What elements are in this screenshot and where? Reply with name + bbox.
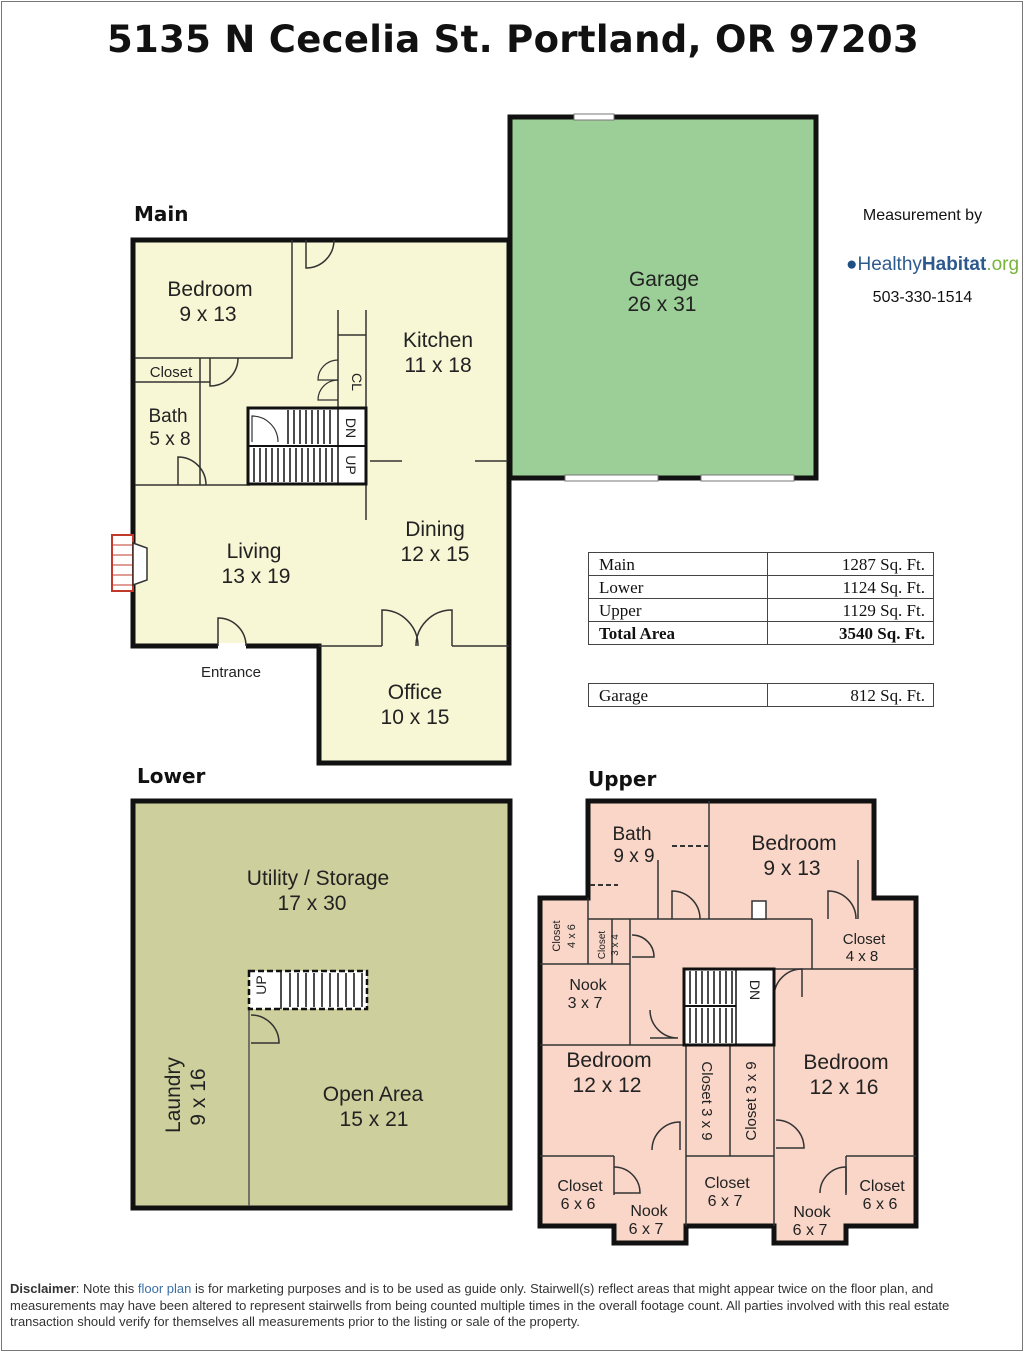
room-size-nook-3x7: 3 x 7 [568,995,603,1012]
room-size-dining: 12 x 15 [401,543,470,566]
page-title: 5135 N Cecelia St. Portland, OR 97203 [106,18,919,61]
room-name-closet-4x8: Closet [843,931,886,948]
disclaimer-text: is for marketing purposes and is to be u… [10,1281,950,1329]
disclaimer: Disclaimer: Note this floor plan is for … [10,1281,1010,1331]
room-closet-3x9-a: Closet 3 x 9 [698,1061,715,1140]
phone-number: 503-330-1514 [872,289,973,306]
room-name-upper-bedroom-1: Bedroom [751,832,836,855]
room-size-closet-6x6-b: 6 x 6 [863,1196,898,1213]
label-main-up: UP [343,455,359,474]
room-name-nook-6x7-a: Nook [630,1203,668,1220]
room-name-main-closet: Closet [150,364,193,381]
label-entrance: Entrance [201,664,261,681]
room-size-closet-6x6-a: 6 x 6 [561,1196,596,1213]
floor-plan-link[interactable]: floor plan [137,1281,192,1296]
area-value: 812 Sq. Ft. [767,683,934,707]
room-name-closet-3x4: Closet [597,931,608,960]
room-size-nook-6x7-b: 6 x 7 [793,1222,828,1239]
room-name-closet-4x6: Closet [551,920,563,951]
room-name-office: Office [388,681,442,704]
room-size-closet-4x6: 4 x 6 [566,924,578,948]
area-label: Main [588,552,768,576]
room-name-nook-6x7-b: Nook [793,1204,831,1221]
area-label: Lower [588,575,768,599]
section-label-lower: Lower [137,764,206,788]
label-main-dn: DN [343,418,359,438]
room-name-main-bedroom: Bedroom [167,278,252,301]
room-size-closet-6x7: 6 x 7 [708,1193,743,1210]
room-name-dining: Dining [405,518,465,541]
room-size-closet-3x4: 3 x 4 [610,934,621,956]
room-size-upper-bedroom-2: 12 x 12 [573,1074,642,1097]
area-label: Upper [588,598,768,622]
disclaimer-label: Disclaimer [10,1281,76,1296]
healthy-habitat-logo: ●HealthyHabitat.org [846,254,1019,276]
area-value: 3540 Sq. Ft. [767,621,934,645]
logo-text-habitat: Habitat [921,254,987,275]
room-name-main-bath: Bath [148,406,187,427]
room-size-upper-bedroom-1: 9 x 13 [763,857,820,880]
room-name-closet-6x7: Closet [704,1175,750,1192]
room-size-garage: 26 x 31 [628,293,697,316]
label-cl: CL [349,373,365,391]
measurement-credit: Measurement by [862,207,983,224]
room-size-open-area: 15 x 21 [340,1108,409,1131]
section-label-upper: Upper [588,767,657,791]
room-name-garage: Garage [629,268,699,291]
section-label-main: Main [134,202,189,226]
room-name-utility: Utility / Storage [247,867,389,890]
area-value: 1287 Sq. Ft. [767,552,934,576]
label-upper-dn: DN [747,980,763,1000]
area-label: Total Area [588,621,768,645]
room-name-nook-3x7: Nook [569,977,607,994]
room-size-living: 13 x 19 [222,565,291,588]
room-name-closet-6x6-b: Closet [859,1178,905,1195]
room-size-utility: 17 x 30 [278,892,347,915]
room-size-upper-bedroom-3: 12 x 16 [810,1076,879,1099]
globe-icon: ● [846,254,858,275]
room-name-kitchen: Kitchen [403,329,473,352]
room-name-open-area: Open Area [323,1083,424,1106]
room-size-main-bath: 5 x 8 [149,429,190,450]
room-size-nook-6x7-a: 6 x 7 [629,1221,664,1238]
room-size-upper-bath: 9 x 9 [613,846,654,867]
room-name-upper-bedroom-2: Bedroom [566,1049,651,1072]
area-value: 1124 Sq. Ft. [767,575,934,599]
upper-floor: Bath 9 x 9 Bedroom 9 x 13 Closet 4 x 6 C… [537,798,919,1246]
room-size-office: 10 x 15 [381,706,450,729]
area-label: Garage [588,683,768,707]
room-name-upper-bedroom-3: Bedroom [803,1051,888,1074]
disclaimer-text: : Note this [75,1281,138,1296]
room-name-laundry: Laundry [162,1057,185,1133]
logo-text-org: .org [986,254,1020,275]
room-size-closet-4x8: 4 x 8 [846,948,879,965]
room-closet-3x9-b: Closet 3 x 9 [743,1061,760,1140]
label-lower-up: UP [253,975,269,994]
area-value: 1129 Sq. Ft. [767,598,934,622]
garage: Garage 26 x 31 [507,113,819,482]
logo-text-healthy: Healthy [857,254,922,275]
room-size-kitchen: 11 x 18 [404,354,471,377]
room-name-living: Living [227,540,282,563]
main-floor: Bedroom 9 x 13 Closet Bath 5 x 8 Kitchen… [111,237,512,766]
lower-floor: Utility / Storage 17 x 30 UP Laundry 9 x… [130,798,513,1211]
room-name-closet-6x6-a: Closet [557,1178,603,1195]
room-size-laundry: 9 x 16 [187,1068,210,1125]
room-name-upper-bath: Bath [612,824,651,845]
room-size-main-bedroom: 9 x 13 [179,303,236,326]
